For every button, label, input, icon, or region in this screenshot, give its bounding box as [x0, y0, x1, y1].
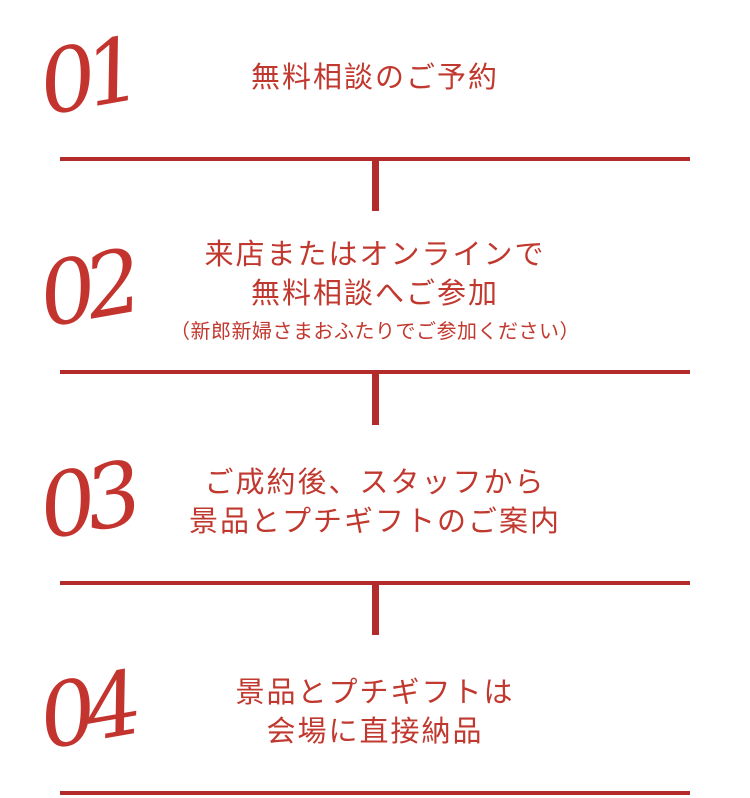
- step-card-3: 03 ご成約後、スタッフから 景品とプチギフトのご案内: [32, 425, 690, 585]
- step-text-3: ご成約後、スタッフから 景品とプチギフトのご案内: [189, 464, 561, 542]
- step-title-line: ご成約後、スタッフから: [204, 467, 546, 499]
- step-card-4: 04 景品とプチギフトは 会場に直接納品: [32, 635, 690, 795]
- connector-line-icon: [371, 374, 379, 425]
- step-card-2: 02 来店またはオンラインで 無料相談へご参加 （新郎新婦さまおふたりでご参加く…: [32, 211, 690, 374]
- step-text-1: 無料相談のご予約: [251, 59, 499, 98]
- step-number-3: 03: [31, 442, 141, 560]
- step-card-1: 01 無料相談のご予約: [32, 0, 690, 161]
- step-number-2: 02: [31, 229, 141, 347]
- connector-line-icon: [371, 585, 379, 635]
- step-text-4: 景品とプチギフトは 会場に直接納品: [235, 674, 514, 752]
- step-connector-1: [0, 161, 750, 211]
- connector-line-icon: [371, 161, 379, 211]
- step-title-line: 無料相談のご予約: [250, 62, 499, 94]
- step-number-4: 04: [31, 652, 141, 770]
- step-number-1: 01: [31, 17, 141, 135]
- step-caption: （新郎新婦さまおふたりでご参加ください）: [170, 321, 580, 343]
- step-title-line: 来店またはオンラインで: [204, 239, 546, 271]
- step-connector-2: [0, 374, 750, 425]
- step-title-line: 景品とプチギフトは: [235, 677, 515, 709]
- step-text-2: 来店またはオンラインで 無料相談へご参加 （新郎新婦さまおふたりでご参加ください…: [170, 236, 580, 345]
- step-title-line: 景品とプチギフトのご案内: [188, 506, 561, 538]
- step-title-line: 会場に直接納品: [266, 716, 484, 748]
- step-connector-3: [0, 585, 750, 635]
- step-title-line: 無料相談へご参加: [250, 278, 499, 310]
